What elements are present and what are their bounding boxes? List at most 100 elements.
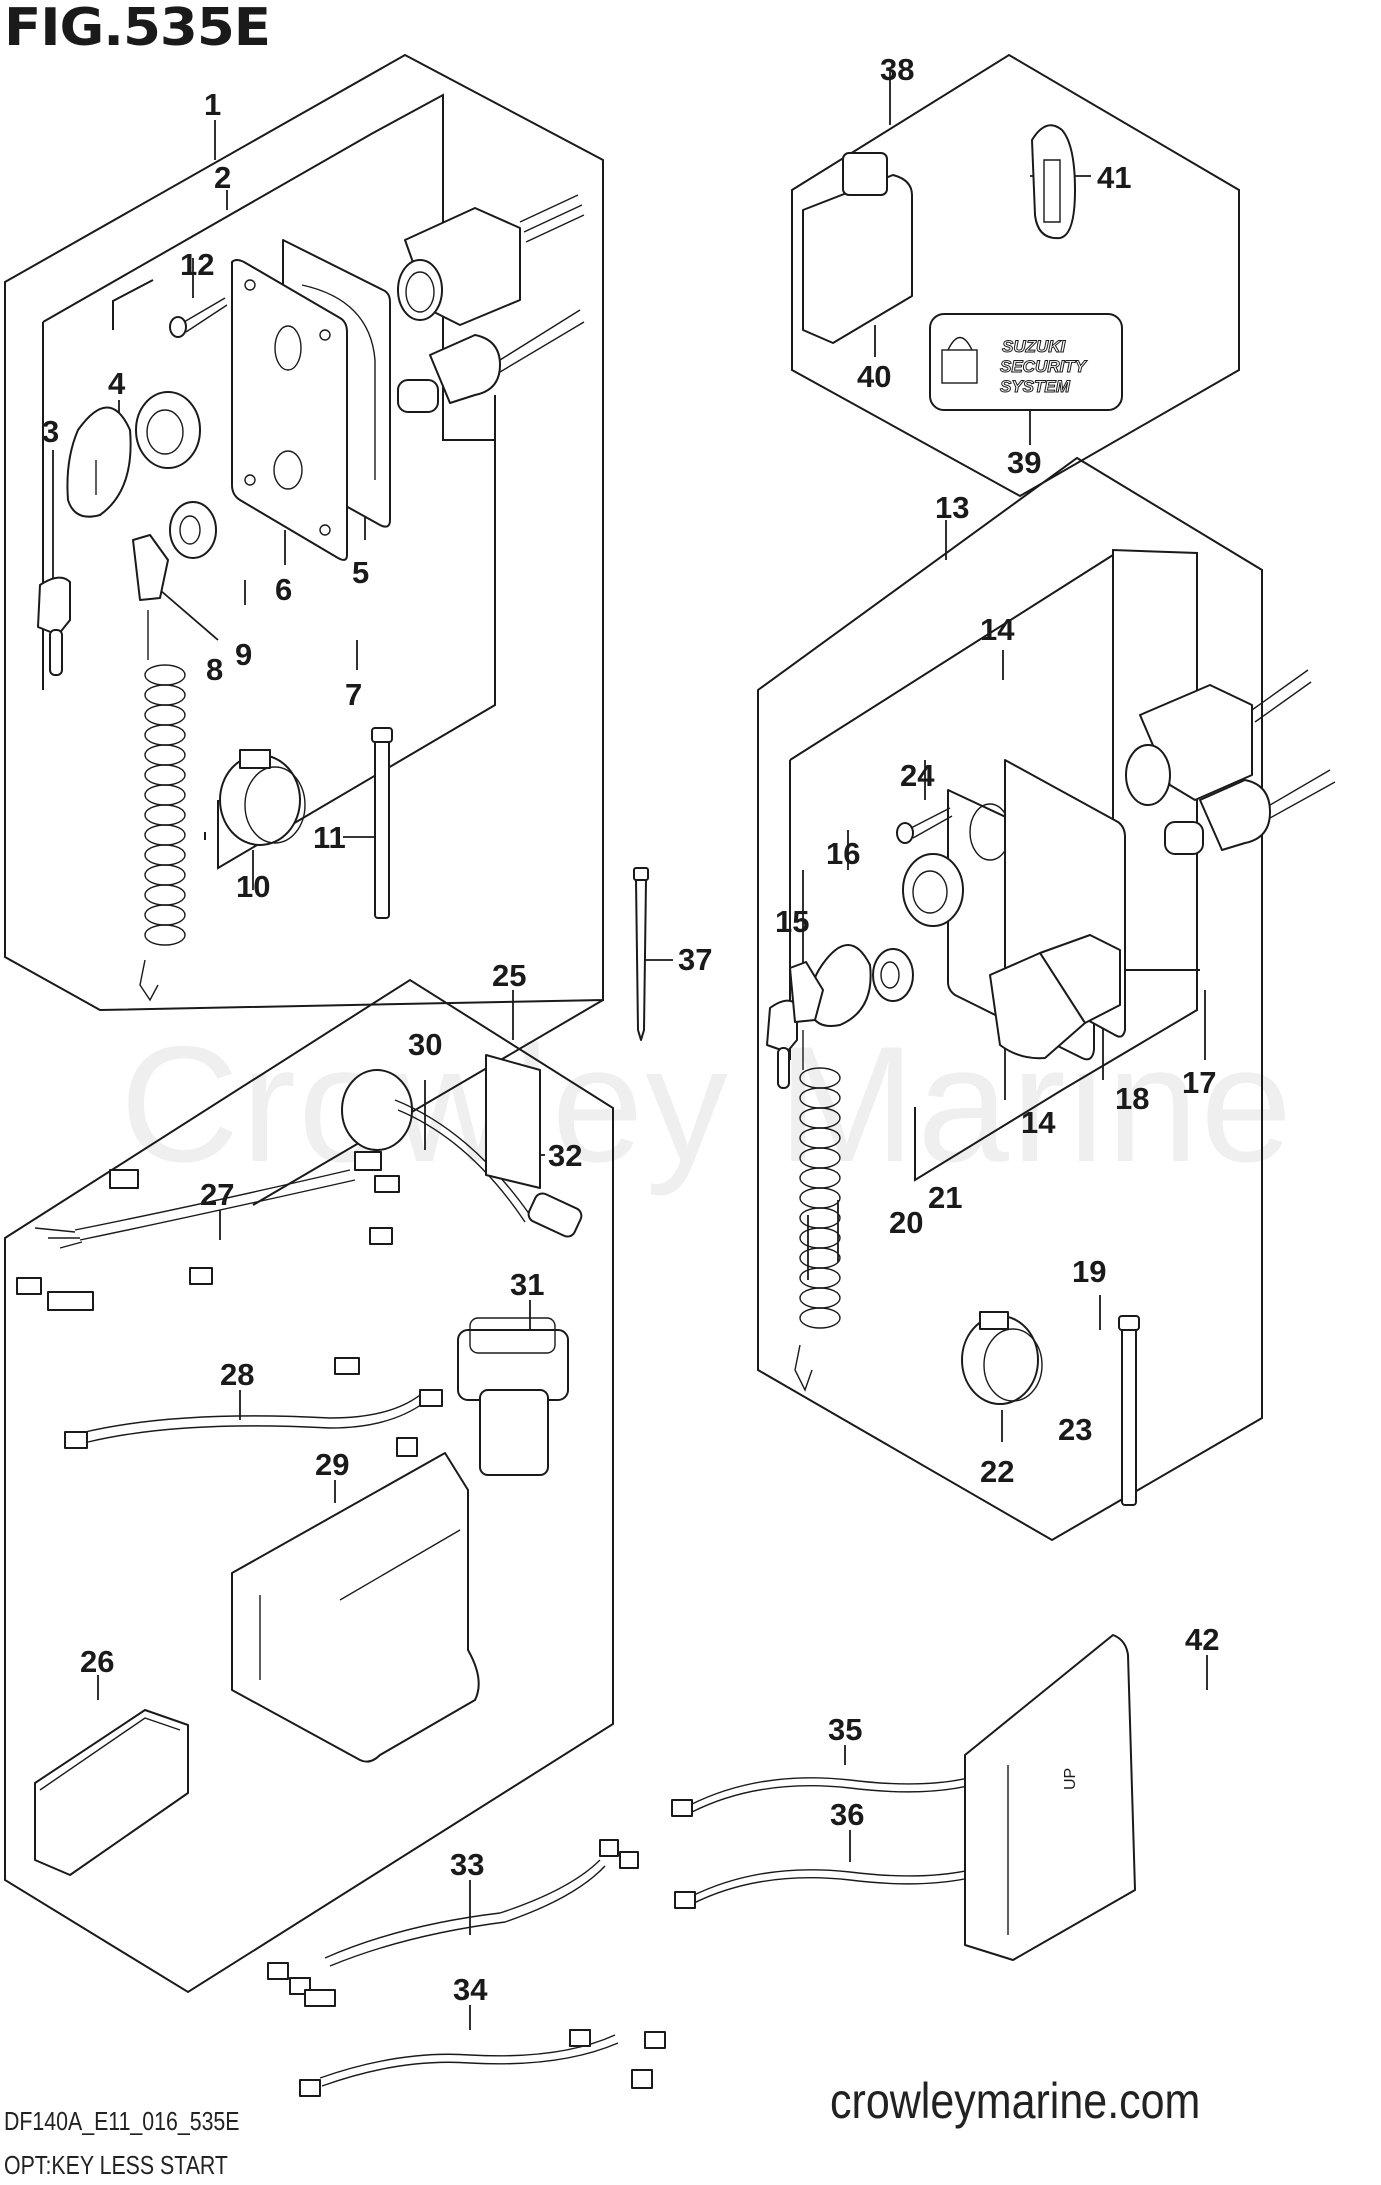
- callout-19: 19: [1072, 1254, 1106, 1289]
- part-key-3: [37, 576, 71, 676]
- group-box-13: [757, 456, 1263, 1542]
- group-box-38: [791, 53, 1240, 498]
- part-nut-upper-left: [135, 391, 201, 469]
- callout-7: 7: [345, 677, 362, 712]
- callout-2: 2: [214, 160, 231, 195]
- coil-loop: [144, 804, 186, 826]
- coil-loop: [144, 764, 186, 786]
- part-ignition-switch-right: [1125, 669, 1312, 806]
- part-key-fob-41: [1031, 124, 1076, 240]
- drawing-code: DF140A_E11_016_535E: [4, 2106, 240, 2136]
- callout-14-bottom: 14: [1021, 1105, 1056, 1140]
- part-ecm-42: [964, 1634, 1136, 1961]
- callout-22: 22: [980, 1454, 1014, 1489]
- callout-42: 42: [1185, 1622, 1219, 1657]
- lanyard-coil-20: [799, 1067, 841, 1329]
- coil-loop: [144, 784, 186, 806]
- group-box-1-lower-edge: [252, 999, 604, 1206]
- part-relay-31: [457, 1317, 569, 1476]
- coil-loop: [799, 1187, 841, 1209]
- part-screw-12: [169, 297, 228, 338]
- group-box-2: [42, 93, 495, 690]
- part-ignition-switch: [397, 194, 585, 326]
- sticker-line-3: SYSTEM: [1000, 377, 1071, 396]
- callout-9: 9: [235, 637, 252, 672]
- part-cap-22: [961, 1311, 1043, 1405]
- callout-27: 27: [200, 1177, 234, 1212]
- coil-loop: [799, 1167, 841, 1189]
- coil-loop: [144, 724, 186, 746]
- callout-40: 40: [857, 359, 891, 394]
- callout-13: 13: [935, 490, 969, 525]
- coil-loop: [144, 904, 186, 926]
- callout-25: 25: [492, 958, 526, 993]
- part-key-15: [766, 999, 798, 1089]
- coil-loop: [799, 1107, 841, 1129]
- callout-29: 29: [315, 1447, 349, 1482]
- coil-loop: [144, 924, 186, 946]
- callout-10: 10: [236, 869, 270, 904]
- sticker-line-2: SECURITY: [1000, 357, 1088, 376]
- coil-loop: [144, 684, 186, 706]
- callout-24: 24: [900, 758, 935, 793]
- coil-loop: [799, 1067, 841, 1089]
- part-nut-right: [902, 853, 964, 927]
- callout-labels: 1 2 3 4 5 6 7 8 9 10 11 12 13 14 14 15 1…: [42, 52, 1219, 2007]
- callout-6: 6: [275, 572, 292, 607]
- ecm-up-marking: UP: [1062, 1768, 1079, 1790]
- part-stop-switch: [397, 309, 585, 413]
- coil-loop: [144, 704, 186, 726]
- part-module-40: [802, 152, 913, 344]
- callout-15: 15: [775, 904, 809, 939]
- part-harness-27: [16, 1151, 400, 1311]
- part-sticker-39: [929, 313, 1123, 411]
- part-nut-9: [169, 501, 217, 559]
- coil-loop: [799, 1207, 841, 1229]
- callout-20: 20: [889, 1205, 923, 1240]
- callout-4: 4: [108, 366, 126, 401]
- callout-1: 1: [204, 87, 221, 122]
- callout-37: 37: [678, 942, 712, 977]
- callout-16: 16: [826, 836, 860, 871]
- figure-caption: OPT:KEY LESS START: [4, 2150, 228, 2180]
- callout-18: 18: [1115, 1081, 1149, 1116]
- callout-8: 8: [206, 652, 223, 687]
- callout-32: 32: [548, 1138, 582, 1173]
- coil-loop: [799, 1287, 841, 1309]
- coil-loop: [144, 864, 186, 886]
- part-cable-tie-23: [1118, 1315, 1140, 1506]
- coil-loop: [799, 1227, 841, 1249]
- callout-33: 33: [450, 1847, 484, 1882]
- part-lanyard-20: [789, 961, 824, 1392]
- callout-38: 38: [880, 52, 914, 87]
- coil-loop: [799, 1147, 841, 1169]
- part-lanyard-8: [132, 534, 169, 1002]
- callout-35: 35: [828, 1712, 862, 1747]
- callout-17: 17: [1182, 1065, 1216, 1100]
- sticker-line-1: SUZUKI: [1002, 337, 1067, 356]
- part-bracket-29: [231, 1452, 480, 1763]
- part-cap-10: [219, 749, 306, 846]
- callout-28: 28: [220, 1357, 254, 1392]
- part-screw-24: [896, 807, 953, 844]
- part-harness-34: [299, 2029, 666, 2097]
- coil-loop: [144, 744, 186, 766]
- callout-39: 39: [1007, 445, 1041, 480]
- part-sheet-32: [485, 1054, 541, 1189]
- coil-loop: [144, 824, 186, 846]
- part-panel-plate-6: [231, 259, 348, 561]
- part-harness-28: [64, 1357, 443, 1457]
- callout-36: 36: [830, 1797, 864, 1832]
- coil-loop: [144, 844, 186, 866]
- coil-loop: [144, 664, 186, 686]
- part-cable-tie-11: [371, 727, 393, 919]
- figure-title: FIG.535E: [4, 0, 271, 58]
- callout-3: 3: [42, 414, 59, 449]
- part-case-26: [34, 1709, 189, 1876]
- part-cable-tie-37: [633, 867, 649, 1041]
- brand-url[interactable]: crowleymarine.com: [830, 2073, 1201, 2129]
- callout-23: 23: [1058, 1412, 1092, 1447]
- callout-41: 41: [1097, 160, 1131, 195]
- coil-loop: [799, 1087, 841, 1109]
